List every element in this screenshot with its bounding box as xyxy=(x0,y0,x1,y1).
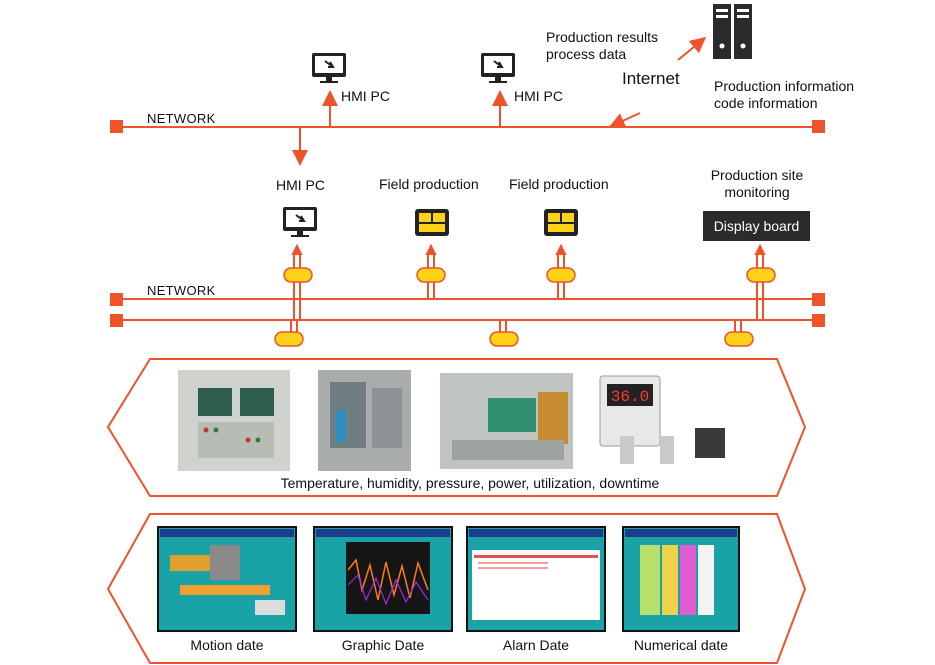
server-label-2: code information xyxy=(714,95,818,111)
connector xyxy=(489,331,519,347)
internet-label: Internet xyxy=(622,69,680,88)
machine-photo xyxy=(440,373,573,469)
upload-label-2: process data xyxy=(546,46,627,62)
motion-caption: Motion date xyxy=(190,637,264,653)
connector xyxy=(724,331,754,347)
upload-label-1: Production results xyxy=(546,29,659,45)
hmi-pc-label: HMI PC xyxy=(276,177,325,193)
arrow-internet-up xyxy=(677,36,707,61)
field-network xyxy=(110,293,825,327)
monitor-icon xyxy=(481,53,515,83)
monitor-icon xyxy=(312,53,346,83)
control-panel-photo xyxy=(178,370,290,471)
graphic-screen xyxy=(313,526,453,632)
hmi-pc-label: HMI PC xyxy=(341,88,390,104)
field-production-label: Field production xyxy=(509,176,609,192)
numerical-screen xyxy=(622,526,740,632)
connector xyxy=(546,267,576,283)
device-links xyxy=(290,254,764,338)
arrow-internet-down xyxy=(608,112,641,128)
motion-screen xyxy=(157,526,297,632)
field-panel-icon xyxy=(415,209,449,236)
server-icon xyxy=(713,4,752,59)
connectors xyxy=(274,267,776,347)
cabinet-photo xyxy=(318,370,411,471)
top-network-label: NETWORK xyxy=(147,111,216,126)
network-endpoint-right xyxy=(812,120,825,133)
controller-readout: 36.0 xyxy=(611,388,649,406)
graphic-caption: Graphic Date xyxy=(341,637,425,653)
display-board: Display board xyxy=(703,211,810,241)
hmi-pc-label: HMI PC xyxy=(514,88,563,104)
field-network-label: NETWORK xyxy=(147,283,216,298)
monitor-icon xyxy=(283,207,317,237)
connector xyxy=(416,267,446,283)
alarm-screen xyxy=(466,526,606,632)
connector xyxy=(746,267,776,283)
top-network xyxy=(110,120,825,133)
field-production-label: Field production xyxy=(379,176,479,192)
server-label-1: Production information xyxy=(714,78,855,94)
controller-photo: 36.0 xyxy=(599,375,725,464)
site-monitoring-label-2: monitoring xyxy=(724,184,790,200)
network-endpoint-left xyxy=(110,120,123,133)
field-panel-icon xyxy=(544,209,578,236)
alarm-caption: Alarn Date xyxy=(502,637,570,653)
connector xyxy=(274,331,304,347)
site-monitoring-label-1: Production site xyxy=(710,167,804,183)
sensor-caption: Temperature, humidity, pressure, power, … xyxy=(280,475,660,491)
numerical-caption: Numerical date xyxy=(633,637,729,653)
connector xyxy=(283,267,313,283)
